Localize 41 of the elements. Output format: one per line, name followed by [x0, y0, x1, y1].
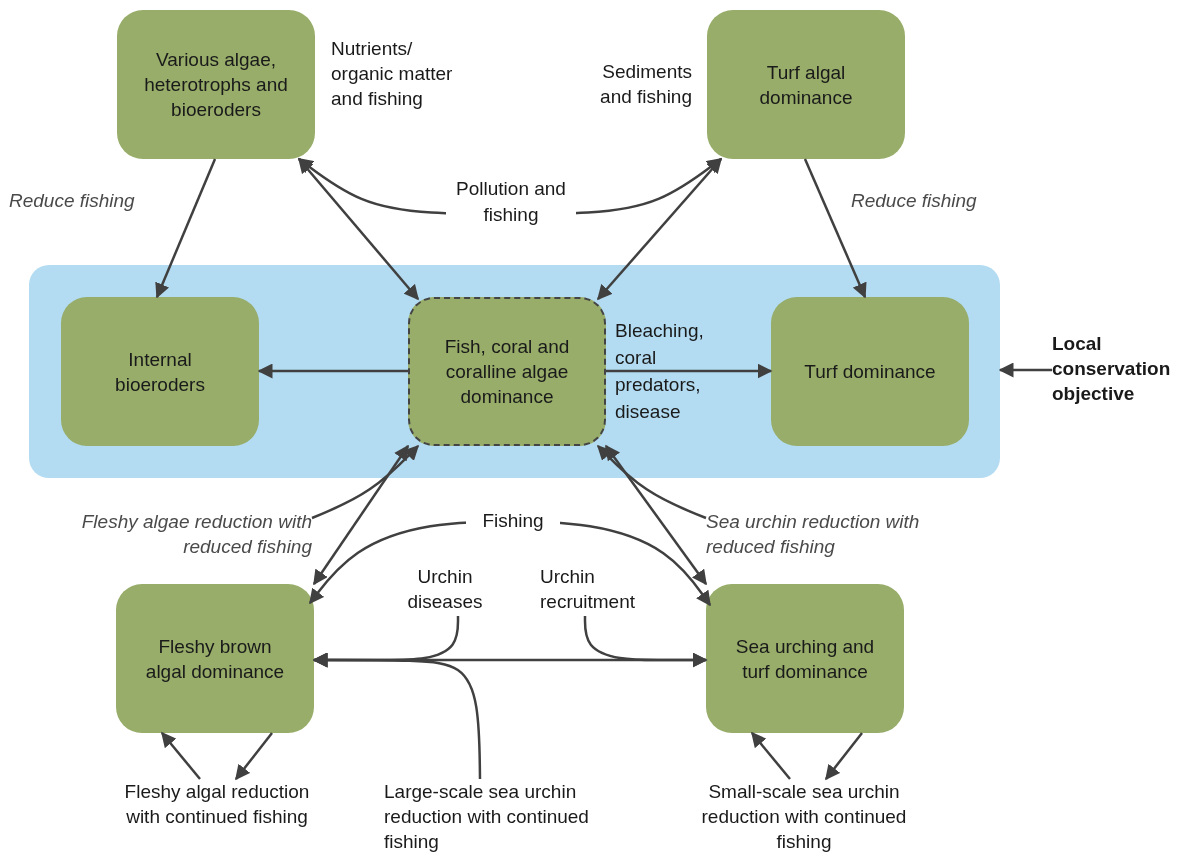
arrow	[311, 444, 420, 520]
annotation-text: Sediments and fishing	[599, 60, 692, 109]
box-label: Turf algal dominance	[758, 60, 854, 110]
arrow	[998, 362, 1052, 378]
annotation-text: Large-scale sea urchin reduction with continued fishing	[384, 779, 614, 854]
arrow	[583, 616, 708, 668]
arrow	[606, 363, 773, 379]
annotation-text: Local conservation objective	[1052, 331, 1197, 409]
annotation-text: Fleshy algal reduction with continued fishing	[117, 779, 317, 854]
arrow	[605, 444, 707, 586]
state-box	[771, 297, 969, 446]
box-label: Various algae, heterotrophs and bioeroders	[143, 48, 289, 122]
arrow	[235, 732, 273, 781]
annotation-text: Fleshy algae reduction with reduced fishing	[50, 509, 312, 561]
arrow	[298, 157, 419, 301]
state-box	[408, 297, 606, 446]
arrow	[312, 652, 482, 779]
arrow	[257, 363, 408, 379]
annotation-text: Sea urchin reduction with reduced fishing	[706, 509, 946, 561]
state-box	[61, 297, 259, 446]
box-label: Internal bioeroders	[114, 347, 206, 397]
arrow	[825, 732, 863, 781]
edge-label: Bleaching, coral predators, disease	[614, 319, 705, 424]
arrow	[161, 731, 201, 780]
arrow	[155, 158, 217, 299]
arrow	[312, 444, 410, 586]
box-label: Turf dominance	[803, 360, 937, 384]
annotation-text: Small-scale sea urchin reduction with continued fishing	[690, 779, 918, 854]
box-label: Fleshy brown algal dominance	[144, 634, 286, 684]
box-label: Fish, coral and coralline algae dominance	[443, 335, 571, 409]
state-box	[706, 584, 904, 733]
annotation-text: Urchin diseases	[395, 564, 495, 616]
arrow	[751, 731, 791, 780]
state-box	[116, 584, 314, 733]
panel-background	[29, 265, 1000, 478]
box-label: Sea urching and turf dominance	[734, 634, 876, 684]
annotation-text: Nutrients/ organic matter and fishing	[331, 37, 454, 111]
arrow	[597, 157, 722, 301]
arrow	[803, 158, 867, 299]
annotation-text: Urchin recruitment	[540, 564, 680, 616]
arrow	[596, 444, 707, 520]
